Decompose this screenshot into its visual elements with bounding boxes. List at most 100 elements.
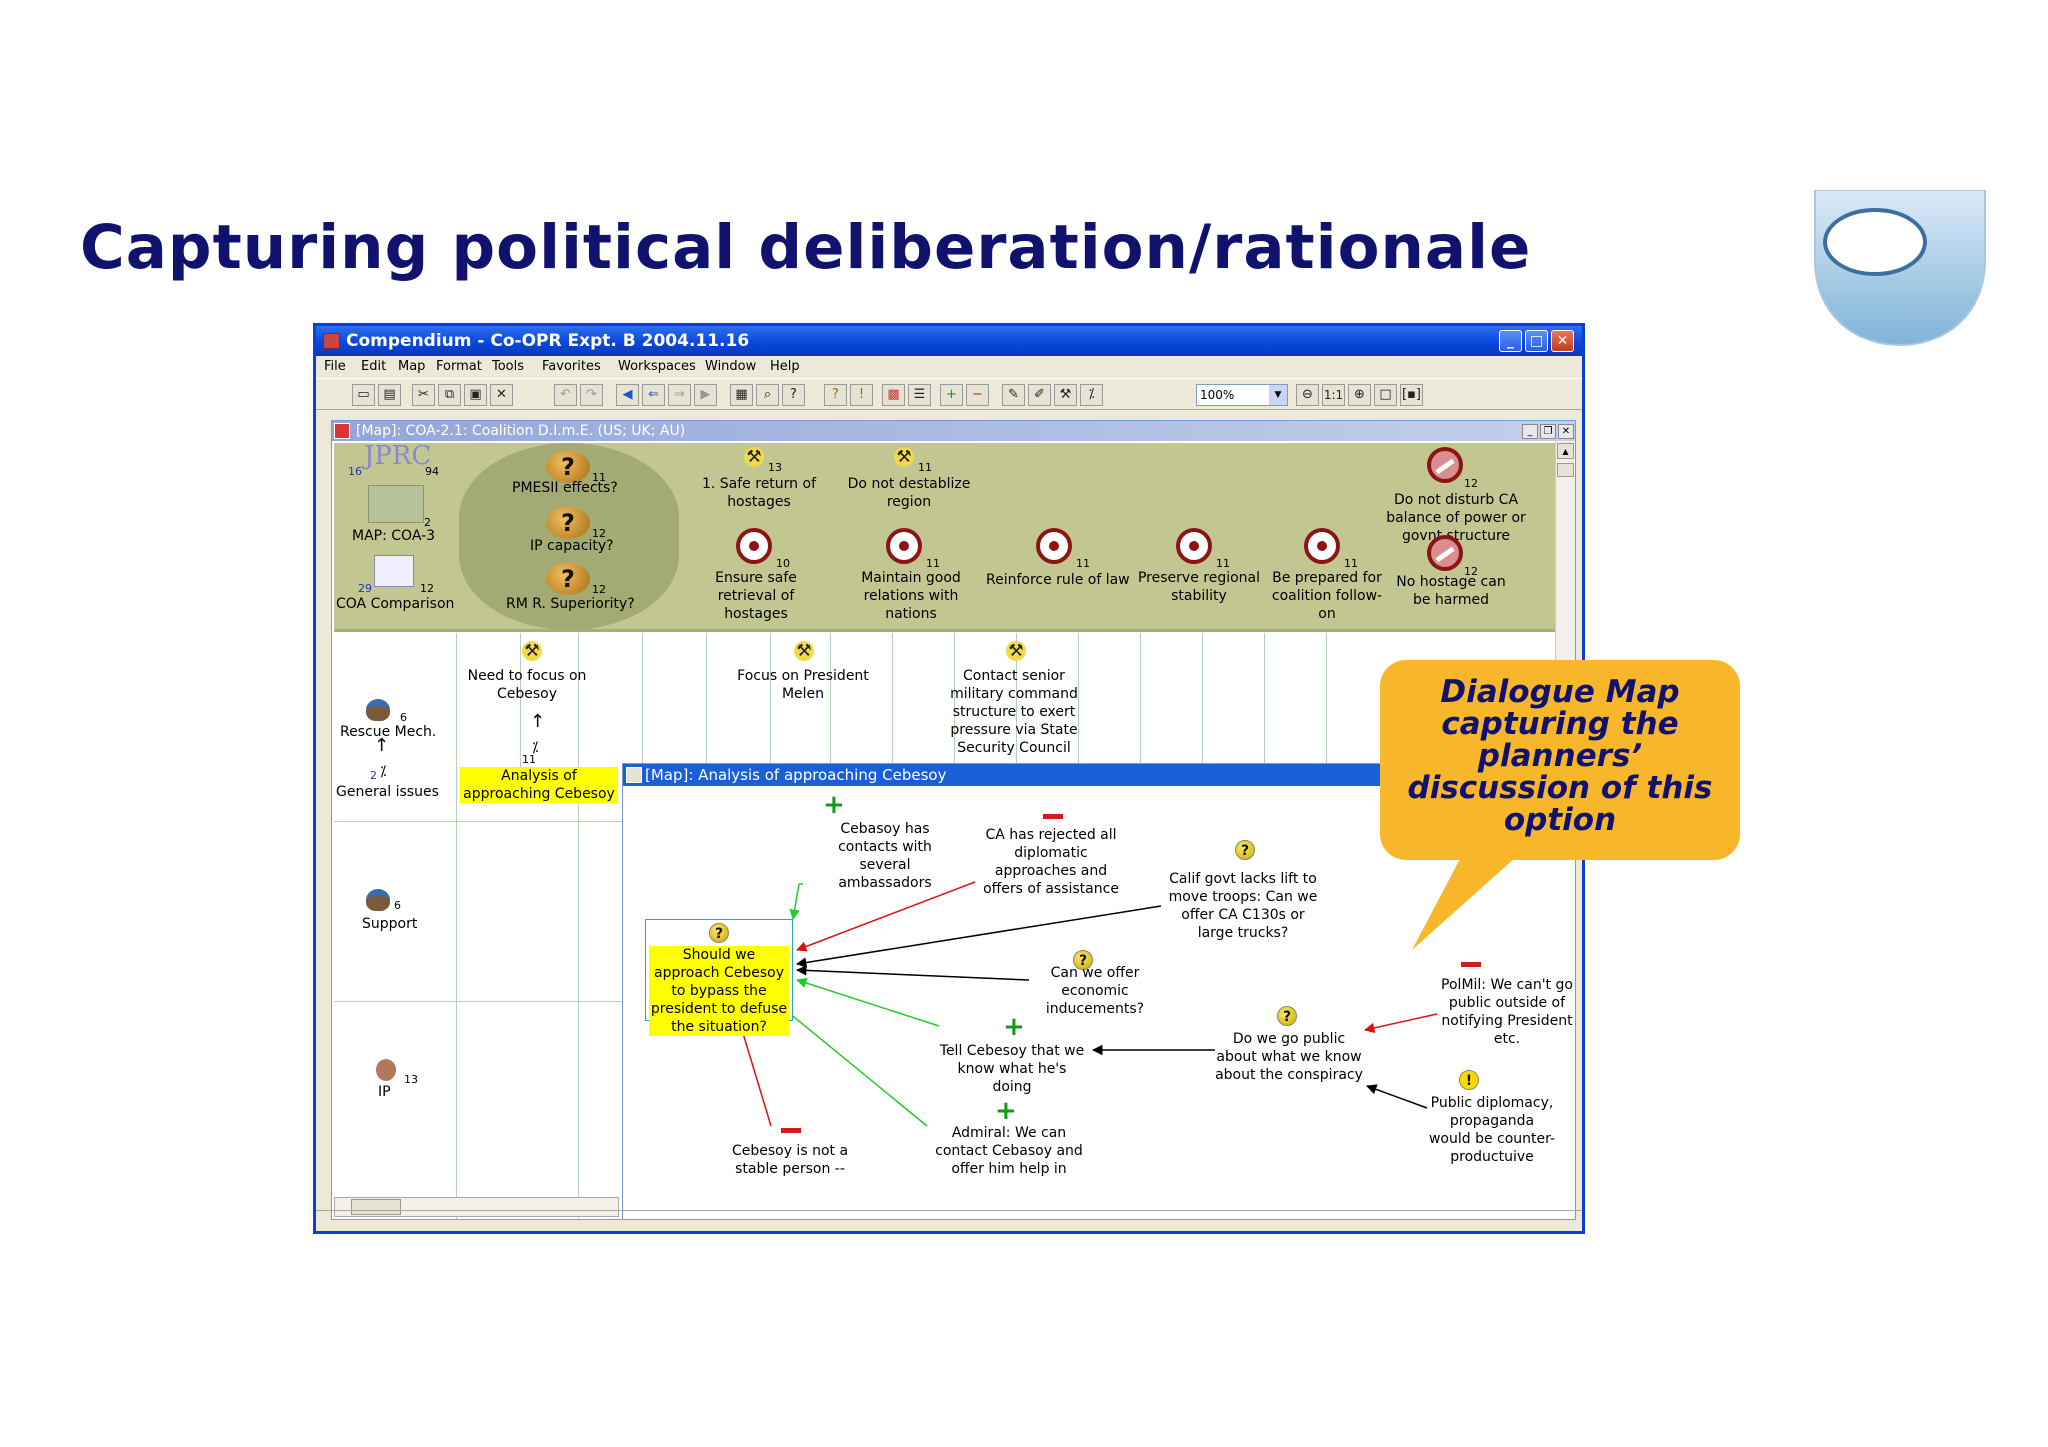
menu-tools[interactable]: Tools xyxy=(492,359,525,374)
maximize-button[interactable]: □ xyxy=(1525,330,1548,352)
copy-icon[interactable]: ⧉ xyxy=(438,384,461,406)
map-icon xyxy=(626,767,642,783)
contact-senior-military-node[interactable]: Contact senior military command structur… xyxy=(950,668,1078,756)
maintain-good-relations-node[interactable]: Maintain good relations with nations xyxy=(861,570,961,622)
paste-icon[interactable]: ▣ xyxy=(464,384,487,406)
rm-superiority-node[interactable]: RM R. Superiority? xyxy=(506,596,635,612)
map-node-icon[interactable]: ▩ xyxy=(882,384,905,406)
con-node-icon[interactable]: − xyxy=(966,384,989,406)
note-node-icon[interactable]: ✐ xyxy=(1028,384,1051,406)
ip-capacity-node[interactable]: IP capacity? xyxy=(530,538,614,554)
con-rejected-node[interactable]: CA has rejected all diplomatic approache… xyxy=(983,827,1119,897)
menu-help[interactable]: Help xyxy=(770,359,800,374)
focus-node-icon[interactable]: [▪] xyxy=(1400,384,1423,406)
zoom-select[interactable]: 100% ▼ xyxy=(1196,384,1288,406)
menu-file[interactable]: File xyxy=(324,359,346,374)
con-icon xyxy=(781,1128,801,1133)
menu-favorites[interactable]: Favorites xyxy=(542,359,601,374)
idea-node-icon[interactable]: ! xyxy=(850,384,873,406)
target-icon xyxy=(1036,528,1072,564)
menu-workspaces[interactable]: Workspaces xyxy=(618,359,696,374)
be-prepared-coalition-node[interactable]: Be prepared for coalition follow-on xyxy=(1271,570,1383,622)
back-all-icon[interactable]: ⇐ xyxy=(642,384,665,406)
no-hostage-count: 12 xyxy=(1464,565,1478,578)
pro-tell-node[interactable]: Tell Cebesoy that we know what he's doin… xyxy=(939,1043,1085,1095)
question-icon: ? xyxy=(1235,840,1255,860)
back-icon[interactable]: ◀ xyxy=(616,384,639,406)
forward-icon[interactable]: ⇒ xyxy=(668,384,691,406)
zoom-out-icon[interactable]: ⊖ xyxy=(1296,384,1319,406)
map-close-button[interactable]: ✕ xyxy=(1558,424,1574,439)
open-university-shield-logo xyxy=(1814,190,1986,347)
q-economic-node[interactable]: Can we offer economic inducements? xyxy=(1045,965,1145,1017)
pmesii-effects-node[interactable]: PMESII effects? xyxy=(512,480,618,496)
open-map-icon[interactable]: ▤ xyxy=(378,384,401,406)
q-lift-node[interactable]: Calif govt lacks lift to move troops: Ca… xyxy=(1168,871,1318,941)
chevron-down-icon[interactable]: ▼ xyxy=(1269,385,1287,405)
delete-icon[interactable]: ✕ xyxy=(490,384,513,406)
undo-icon[interactable]: ↶ xyxy=(554,384,577,406)
reference-node-icon[interactable]: ✎ xyxy=(1002,384,1025,406)
analysis-cebesoy-node[interactable]: Analysis of approaching Cebesoy xyxy=(460,767,618,803)
fit-page-icon[interactable]: □ xyxy=(1374,384,1397,406)
help-pointer-icon[interactable]: ? xyxy=(782,384,805,406)
no-hostage-harmed-node[interactable]: No hostage can be harmed xyxy=(1396,574,1506,608)
jprc-tag: 16 xyxy=(348,465,362,478)
preserve-regional-stability-node[interactable]: Preserve regional stability xyxy=(1137,570,1260,604)
callout-text: Dialogue Map capturing the planners’ dis… xyxy=(1380,676,1740,836)
focus-president-melen-node[interactable]: Focus on President Melen xyxy=(737,668,869,702)
map-minimize-button[interactable]: _ xyxy=(1522,424,1538,439)
con-polmil-node[interactable]: PolMil: We can't go public outside of no… xyxy=(1441,977,1573,1047)
zoom-in-icon[interactable]: ⊕ xyxy=(1348,384,1371,406)
list-node-icon[interactable]: ☰ xyxy=(908,384,931,406)
open-folder-icon[interactable]: ▭ xyxy=(352,384,375,406)
coa-comparison-node[interactable]: COA Comparison xyxy=(336,596,455,612)
lane-gridline xyxy=(770,633,771,773)
image-icon[interactable]: ▦ xyxy=(730,384,753,406)
minimize-button[interactable]: _ xyxy=(1499,330,1522,352)
excl-diplomacy-node[interactable]: Public diplomacy, propaganda would be co… xyxy=(1428,1095,1556,1165)
no-entry-icon xyxy=(1427,535,1463,571)
support-node[interactable]: Support xyxy=(362,916,418,932)
forward-end-icon[interactable]: ▶ xyxy=(694,384,717,406)
pro-icon: + xyxy=(995,1096,1017,1126)
redo-icon[interactable]: ↷ xyxy=(580,384,603,406)
reinforce-rule-of-law-node[interactable]: Reinforce rule of law xyxy=(986,572,1130,588)
menu-window[interactable]: Window xyxy=(705,359,757,374)
need-focus-cebesoy-node[interactable]: Need to focus on Cebesoy xyxy=(467,668,587,702)
horizontal-scrollbar[interactable] xyxy=(334,1197,619,1217)
argument-node-icon[interactable]: ⁒ xyxy=(1080,384,1103,406)
question-node-icon[interactable]: ? xyxy=(824,384,847,406)
do-not-disturb-ca-node[interactable]: Do not disturb CA balance of power or go… xyxy=(1386,492,1526,544)
scroll-up-icon[interactable]: ▲ xyxy=(1557,443,1574,459)
menu-map[interactable]: Map xyxy=(398,359,426,374)
decision-node-icon[interactable]: ⚒ xyxy=(1054,384,1077,406)
ensure-safe-retrieval-node[interactable]: Ensure safe retrieval of hostages xyxy=(715,570,797,622)
jprc-node[interactable]: JPRC xyxy=(364,441,432,471)
analysis-count: 11 xyxy=(522,753,536,766)
close-button[interactable]: ✕ xyxy=(1551,330,1574,352)
scroll-thumb[interactable] xyxy=(1557,463,1574,477)
central-question-node[interactable]: Should we approach Cebesoy to bypass the… xyxy=(649,946,789,1036)
q-public-node[interactable]: Do we go public about what we know about… xyxy=(1215,1031,1363,1083)
map-coa3-node[interactable]: MAP: COA-3 xyxy=(352,528,436,544)
map-restore-button[interactable]: ❐ xyxy=(1540,424,1556,439)
banner-divider xyxy=(334,629,1556,632)
compendium-app-icon xyxy=(323,333,340,349)
safe-return-node[interactable]: 1. Safe return of hostages xyxy=(701,476,817,510)
search-icon[interactable]: ⌕ xyxy=(756,384,779,406)
pro-node-icon[interactable]: + xyxy=(940,384,963,406)
ip-node[interactable]: IP xyxy=(378,1084,391,1100)
do-not-destablize-node[interactable]: Do not destablize region xyxy=(847,476,971,510)
pro-admiral-node[interactable]: Admiral: We can contact Cebasoy and offe… xyxy=(935,1125,1083,1177)
menu-format[interactable]: Format xyxy=(436,359,482,374)
con-unstable-node[interactable]: Cebesoy is not a stable person -- xyxy=(731,1143,849,1177)
rescue-mech-node[interactable]: Rescue Mech. xyxy=(340,724,437,740)
pro-contacts-node[interactable]: Cebasoy has contacts with several ambass… xyxy=(838,821,932,891)
general-issues-node[interactable]: General issues xyxy=(336,784,439,800)
cut-icon[interactable]: ✂ xyxy=(412,384,435,406)
window-title: Compendium - Co-OPR Expt. B 2004.11.16 xyxy=(346,331,750,351)
zoom-actual-button[interactable]: 1:1 xyxy=(1322,384,1345,406)
menu-edit[interactable]: Edit xyxy=(361,359,387,374)
scroll-thumb[interactable] xyxy=(351,1199,401,1215)
